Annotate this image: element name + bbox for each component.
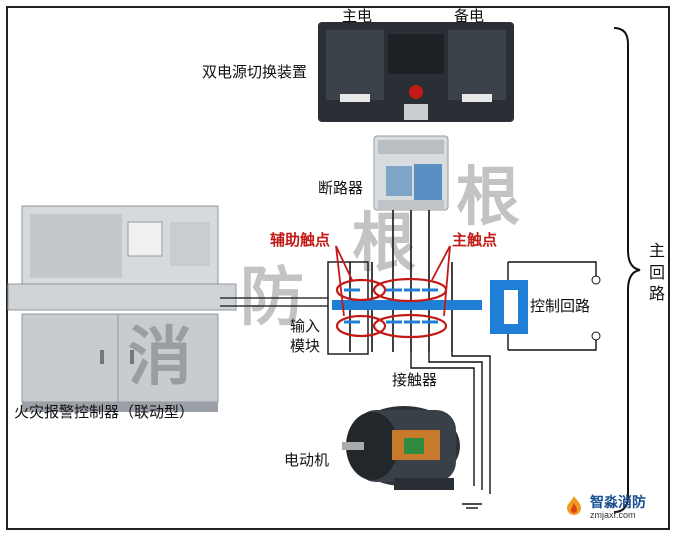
- label-ats: 双电源切换装置: [202, 63, 308, 81]
- label-main-circuit: 主 回 路: [648, 240, 666, 305]
- label-contactor: 接触器: [392, 371, 438, 389]
- contactor-shaft: [332, 300, 482, 310]
- breaker-device: [373, 135, 449, 211]
- motor-image: [342, 406, 460, 490]
- label-aux-contacts: 辅助触点: [270, 231, 331, 249]
- label-main-power: 主电: [342, 7, 373, 25]
- watermark-char: 防: [240, 260, 304, 335]
- label-main-circuit-char: 路: [648, 284, 665, 304]
- fire-alarm-panel: [7, 205, 237, 412]
- watermark-char: 根: [352, 206, 416, 281]
- contactor-coil: [490, 280, 528, 334]
- label-breaker: 断路器: [318, 179, 364, 197]
- brand-name: 智淼消防: [590, 495, 646, 511]
- label-fire-panel: 火灾报警控制器（联动型）: [14, 403, 195, 421]
- label-control-circuit: 控制回路: [530, 297, 591, 315]
- label-arrows: [335, 245, 451, 317]
- watermark-char: 根: [456, 160, 520, 235]
- main-circuit-brace: [613, 27, 641, 513]
- panel-link-wires: [220, 297, 328, 307]
- control-wires: [507, 261, 597, 351]
- ats-device: [318, 22, 514, 122]
- label-backup-power: 备电: [454, 7, 485, 25]
- label-main-circuit-char: 主: [648, 241, 665, 260]
- motor-wires: [410, 352, 491, 494]
- label-main-contacts: 主触点: [452, 231, 498, 249]
- watermark-char: 消: [128, 320, 192, 395]
- contactor-contacts: [344, 288, 438, 324]
- label-main-circuit-char: 回: [648, 262, 665, 282]
- flame-icon: [567, 496, 581, 515]
- label-input-module-2: 模块: [290, 337, 321, 355]
- brand-url: zmjaxf.com: [590, 510, 636, 520]
- label-input-module-1: 输入: [290, 317, 321, 335]
- label-motor: 电动机: [284, 451, 330, 469]
